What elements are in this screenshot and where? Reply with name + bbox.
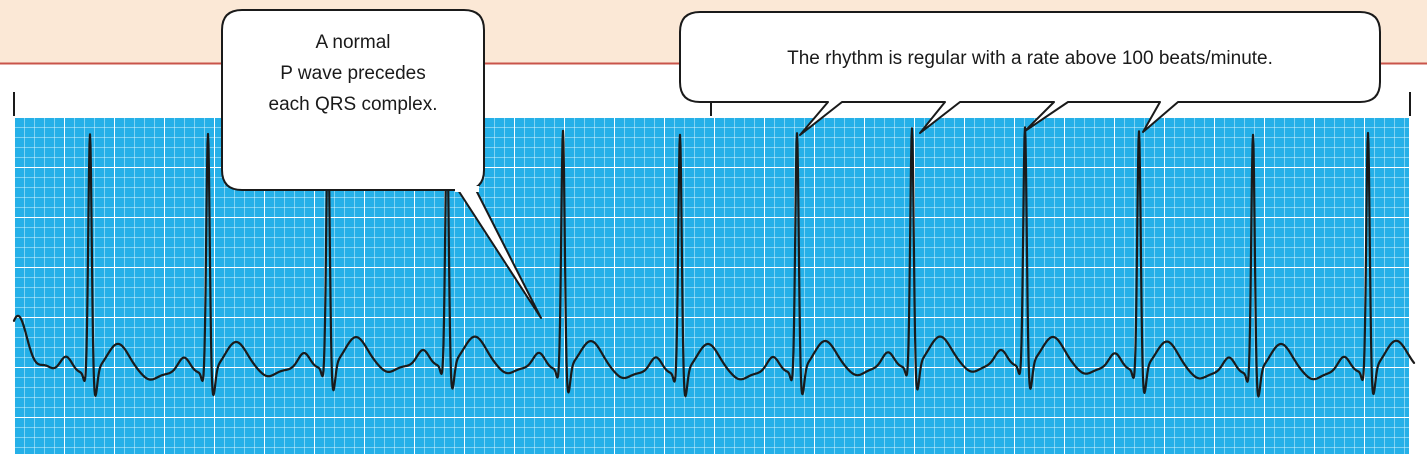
- p-wave-callout-line-2: P wave precedes: [280, 63, 425, 84]
- grid-border: [13, 116, 1411, 456]
- p-wave-callout-line-3: each QRS complex.: [269, 94, 438, 115]
- rhythm-callout: The rhythm is regular with a rate above …: [679, 11, 1381, 136]
- p-wave-callout: A normal P wave precedes each QRS comple…: [221, 9, 542, 319]
- ecg-trace: [12, 126, 1416, 398]
- p-wave-callout-cover: [455, 186, 479, 192]
- rhythm-callout-bubble: [679, 11, 1381, 136]
- rhythm-callout-text: The rhythm is regular with a rate above …: [787, 48, 1273, 69]
- p-wave-callout-bubble: [221, 9, 542, 319]
- p-wave-callout-line-1: A normal: [316, 32, 391, 53]
